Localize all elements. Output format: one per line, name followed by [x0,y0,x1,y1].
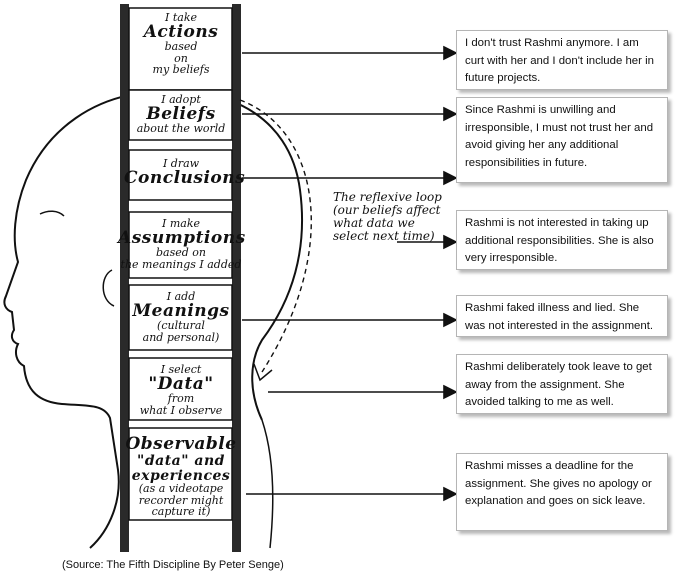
rung-meanings-line3: (cultural [157,319,205,333]
rung-observable-line2: "data" and experiences [131,452,231,484]
ladder-rail-left [120,4,129,552]
rung-data-line1: I select [160,363,202,376]
box-data: Rashmi deliberately took leave to get aw… [456,354,668,414]
ear [102,269,115,307]
rung-data-word: "Data" [148,373,214,394]
rung-observable-line4: recorder might [138,493,224,507]
rung-actions-line5: my beliefs [152,63,210,77]
rung-conclusions-line1: I draw [162,157,200,170]
rung-conclusions: I draw Conclusions [124,157,246,188]
connector-arrows [242,45,458,502]
box-assumptions: Rashmi is not interested in taking up ad… [456,210,668,270]
rung-observable-line3: (as a videotape [138,482,224,496]
rung-actions-line3: based [164,40,198,54]
rung-meanings: I add Meanings (cultural and personal) [124,291,238,343]
rung-conclusions-word: Conclusions [124,167,246,188]
reflexive-loop-label: The reflexive loop (our beliefs affect w… [333,190,442,243]
rung-data: I select "Data" from what I observe [124,364,238,416]
rung-beliefs: I adopt Beliefs about the world [122,94,240,135]
ladder-rungs [128,7,233,521]
box-observable: Rashmi misses a deadline for the assignm… [456,453,668,531]
rung-actions-word: Actions [143,21,219,42]
rung-observable-line5: capture it) [151,505,211,519]
rung-actions: I take Actions based on my beliefs [131,12,231,76]
head-profile [3,91,153,549]
ladder-rail-right [232,4,241,552]
rung-beliefs-word: Beliefs [146,103,216,124]
rung-actions-line4: on [174,51,188,65]
rung-meanings-line4: and personal) [142,330,220,344]
rung-assumptions-word: Assumptions [118,227,246,248]
rung-meanings-line1: I add [166,290,196,303]
rung-data-line3: from [167,392,195,406]
eye [39,210,65,217]
rung-actions-line1: I take [165,11,197,24]
rung-observable: Observable "data" and experiences (as a … [112,434,250,519]
rung-assumptions: I make Assumptions based on the meanings… [118,217,246,271]
rung-beliefs-line1: I adopt [161,93,201,106]
box-actions: I don't trust Rashmi anymore. I am curt … [456,30,668,90]
rung-data-line4: what I observe [139,403,223,417]
rung-assumptions-line3: based on [156,246,206,260]
rung-beliefs-line3: about the world [136,122,226,136]
rung-meanings-word: Meanings [132,300,230,321]
source-caption: (Source: The Fifth Discipline By Peter S… [62,559,284,571]
rung-assumptions-line1: I make [161,217,200,230]
reflexive-loop-arrow [239,99,312,373]
neck-line [261,419,274,549]
box-beliefs: Since Rashmi is unwilling and irresponsi… [456,97,668,183]
reflexive-loop-arrowhead [253,363,273,382]
box-meanings: Rashmi faked illness and lied. She was n… [456,295,668,337]
rung-observable-word: Observable [125,434,237,454]
rung-assumptions-line4: the meanings I added [120,257,242,271]
